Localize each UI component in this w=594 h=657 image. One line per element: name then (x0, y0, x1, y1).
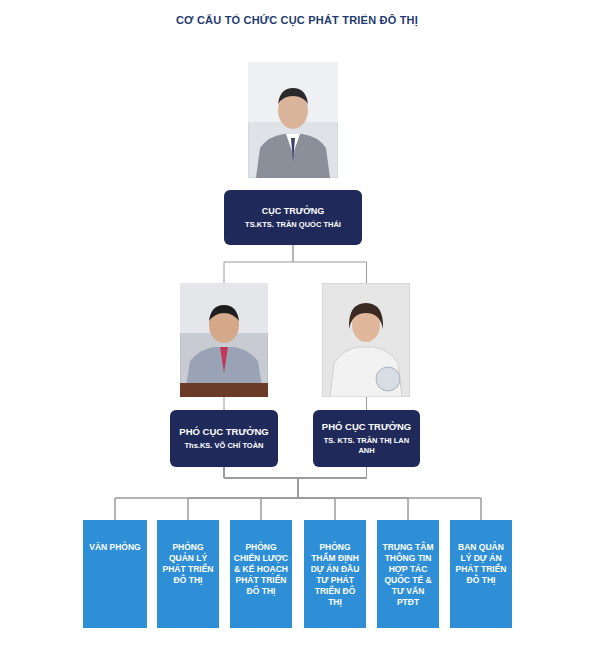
org-connector (224, 467, 335, 520)
org-connector (261, 467, 367, 520)
box-heading: VĂN PHÒNG (89, 542, 140, 553)
org-connector (115, 467, 298, 520)
portrait-photo (322, 283, 410, 397)
person-name: TS.KTS. TRẦN QUỐC THÁI (245, 220, 341, 230)
box-heading: CỤC TRƯỞNG (262, 205, 325, 217)
portrait-photo (248, 62, 338, 178)
chart-title: CƠ CẤU TỔ CHỨC CỤC PHÁT TRIỂN ĐÔ THỊ (0, 14, 594, 26)
person-name: Ths.KS. VÕ CHÍ TOÀN (184, 441, 263, 451)
org-connector (298, 467, 408, 520)
box-heading: PHÒNG CHIẾN LƯỢC & KẾ HOẠCH PHÁT TRIỂN Đ… (233, 542, 289, 597)
department-box: PHÒNG THẨM ĐỊNH DỰ ÁN ĐẦU TƯ PHÁT TRIỂN … (304, 520, 366, 628)
leader-box: PHÓ CỤC TRƯỞNG TS. KTS. TRẦN THỊ LAN ANH (313, 410, 420, 467)
department-box: VĂN PHÒNG (83, 520, 147, 628)
department-box: TRUNG TÂM THÔNG TIN HỢP TÁC QUỐC TẾ & TƯ… (377, 520, 439, 628)
department-box: PHÒNG QUẢN LÝ PHÁT TRIỂN ĐÔ THỊ (157, 520, 219, 628)
person-name: TS. KTS. TRẦN THỊ LAN ANH (319, 436, 414, 456)
org-connector (298, 467, 481, 520)
org-connector (224, 467, 481, 520)
department-box: BAN QUẢN LÝ DỰ ÁN PHÁT TRIỂN ĐÔ THỊ (450, 520, 512, 628)
box-heading: TRUNG TÂM THÔNG TIN HỢP TÁC QUỐC TẾ & TƯ… (380, 542, 436, 608)
leader-box: PHÓ CỤC TRƯỞNG Ths.KS. VÕ CHÍ TOÀN (170, 410, 278, 467)
leader-box: CỤC TRƯỞNG TS.KTS. TRẦN QUỐC THÁI (224, 190, 362, 245)
box-heading: PHÒNG QUẢN LÝ PHÁT TRIỂN ĐÔ THỊ (160, 542, 216, 586)
org-connector (224, 467, 408, 520)
org-connector (188, 467, 367, 520)
portrait-photo (180, 283, 268, 397)
box-heading: PHÓ CỤC TRƯỞNG (322, 421, 411, 433)
org-connector (188, 467, 298, 520)
department-box: PHÒNG CHIẾN LƯỢC & KẾ HOẠCH PHÁT TRIỂN Đ… (230, 520, 292, 628)
org-connector (298, 467, 367, 520)
org-connector (115, 467, 367, 520)
box-heading: PHÒNG THẨM ĐỊNH DỰ ÁN ĐẦU TƯ PHÁT TRIỂN … (307, 542, 363, 608)
box-heading: BAN QUẢN LÝ DỰ ÁN PHÁT TRIỂN ĐÔ THỊ (453, 542, 509, 586)
box-heading: PHÓ CỤC TRƯỞNG (179, 426, 268, 438)
